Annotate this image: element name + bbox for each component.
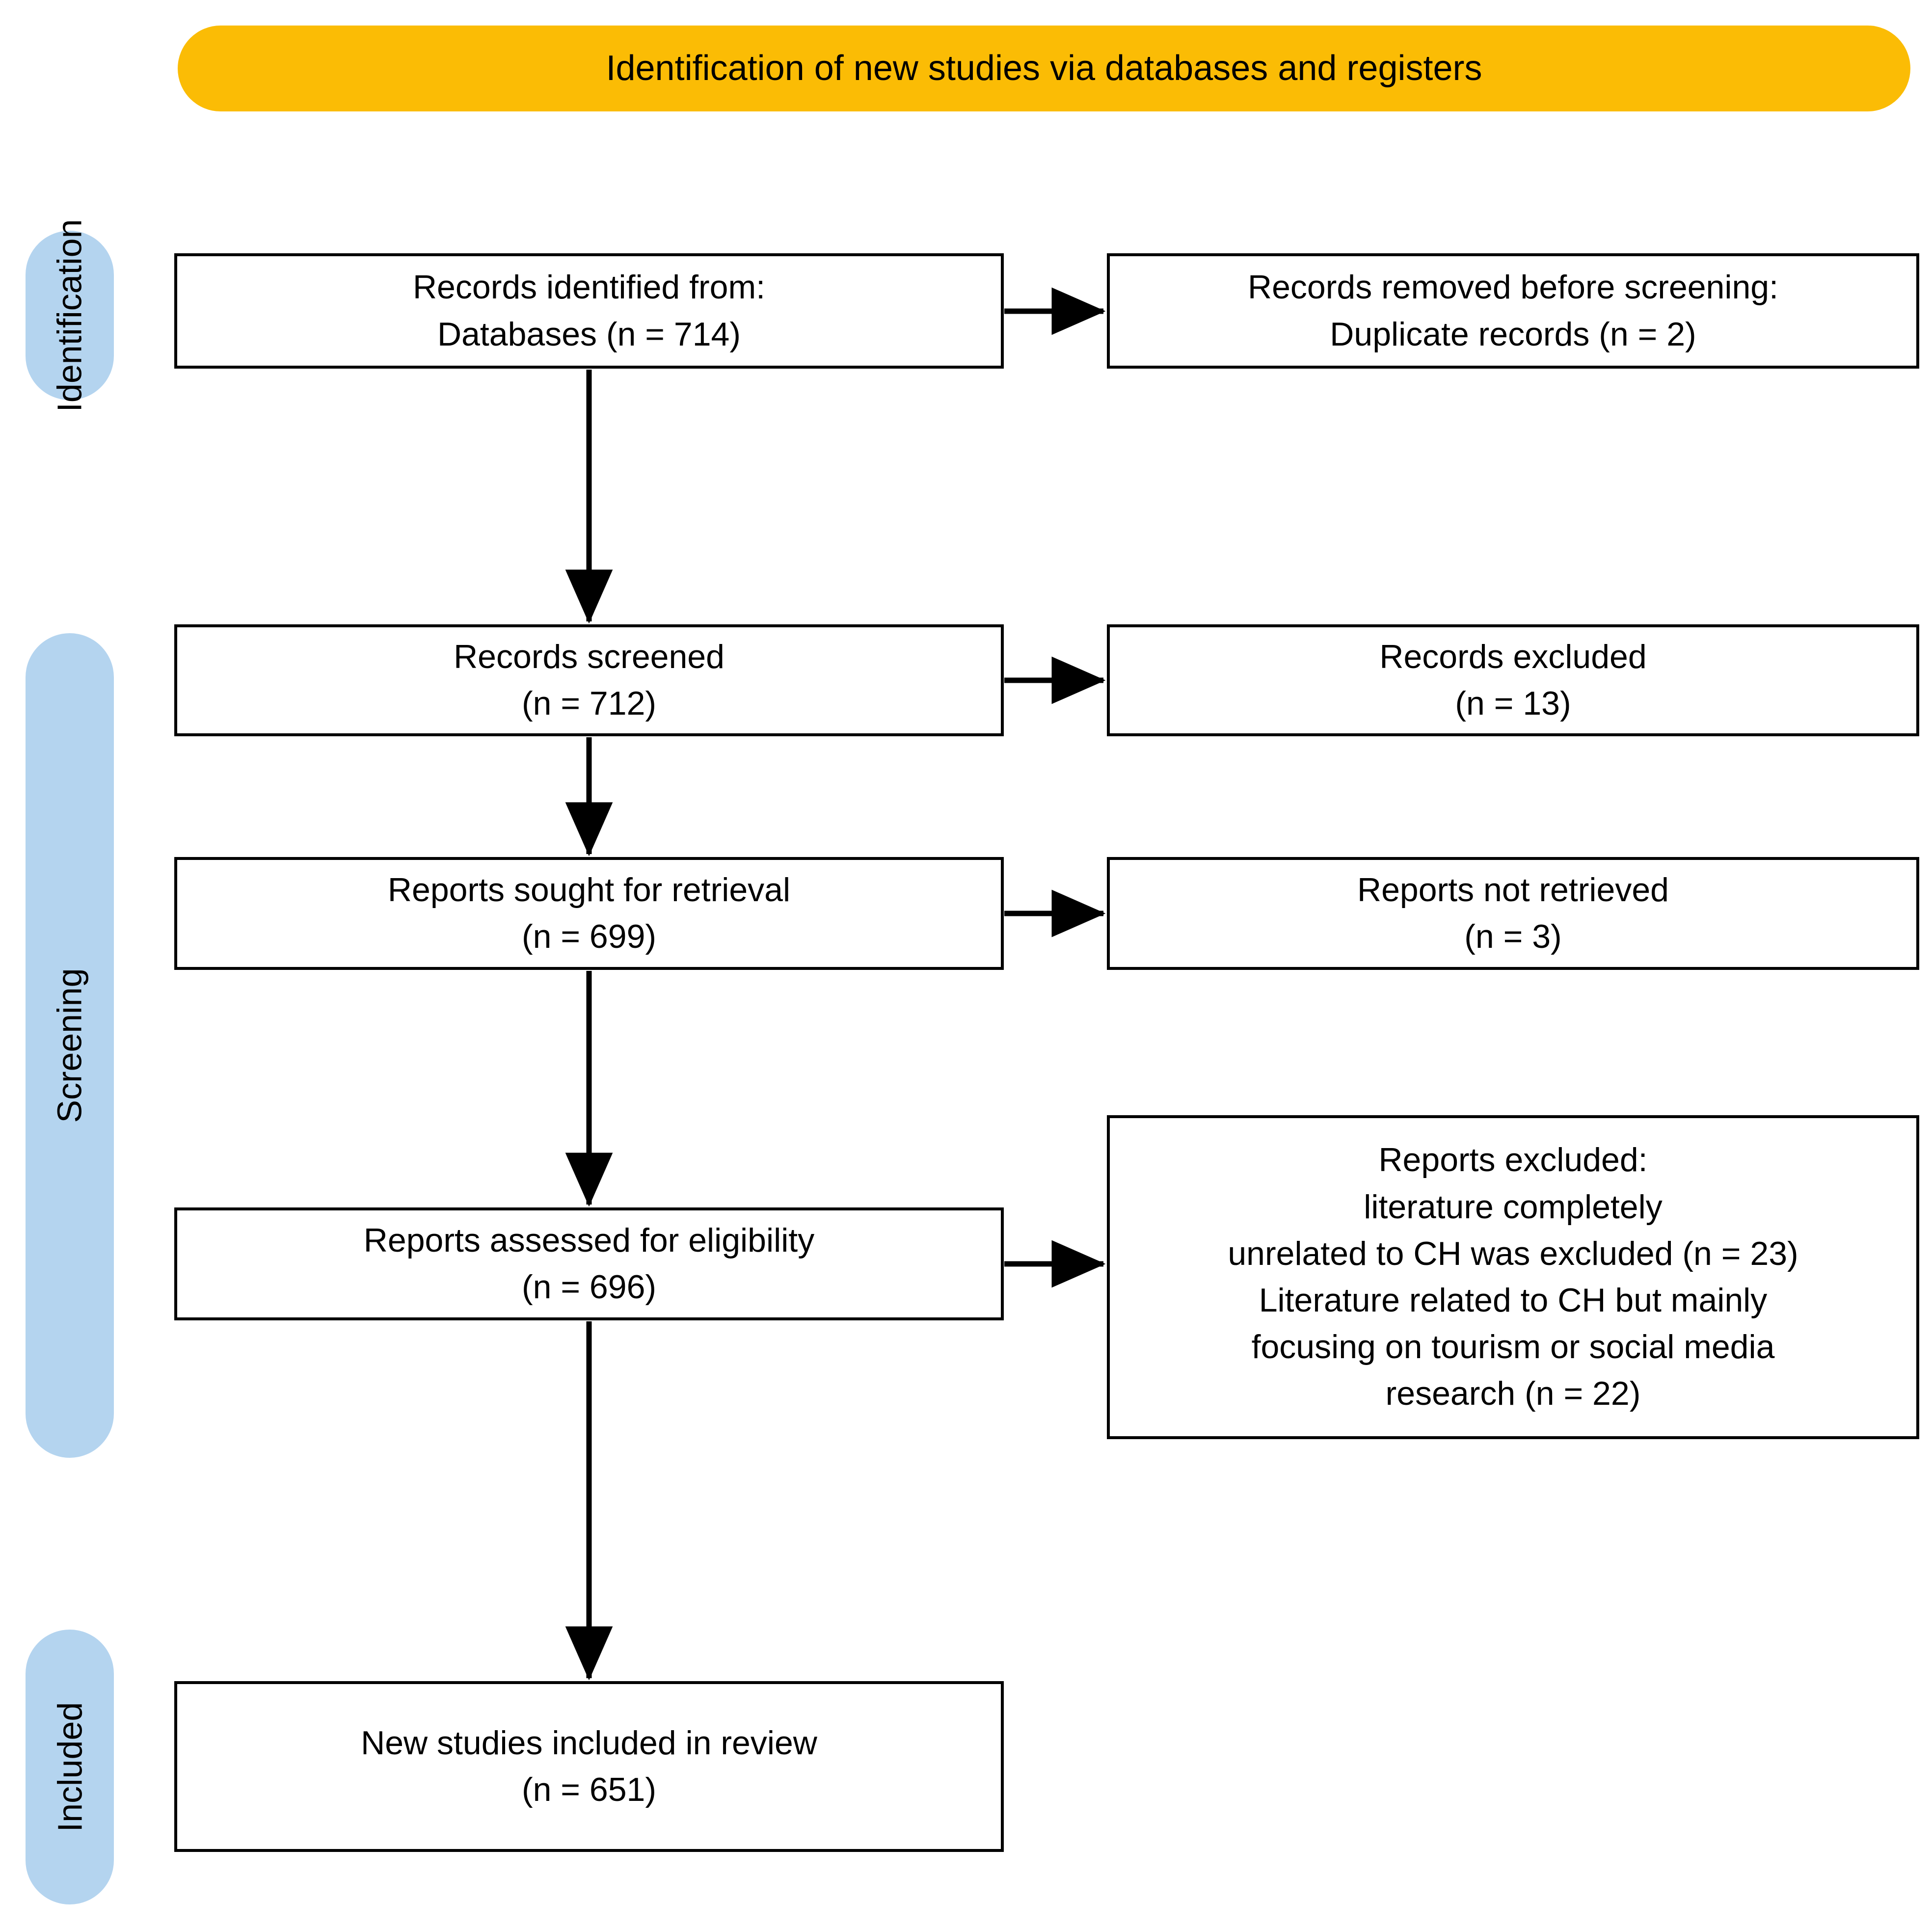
stage-label-identification-text: Identification (51, 218, 89, 412)
box-reports-excluded: Reports excluded: literature completely … (1107, 1115, 1919, 1439)
diagram-title: Identification of new studies via databa… (606, 49, 1482, 88)
box-records-removed-before-screening-text: Records removed before screening: Duplic… (1248, 268, 1778, 353)
box-records-identified: Records identified from: Databases (n = … (174, 253, 1004, 369)
box-reports-assessed-for-eligibility: Reports assessed for eligibility (n = 69… (174, 1207, 1004, 1320)
box-reports-not-retrieved-text: Reports not retrieved (n = 3) (1357, 871, 1669, 955)
box-records-screened-text: Records screened (n = 712) (454, 638, 724, 722)
box-reports-excluded-text: Reports excluded: literature completely … (1228, 1141, 1798, 1413)
stage-label-screening-text: Screening (51, 968, 89, 1123)
box-records-identified-text: Records identified from: Databases (n = … (412, 268, 766, 353)
box-reports-not-retrieved: Reports not retrieved (n = 3) (1107, 857, 1919, 970)
stage-label-included: Included (26, 1630, 114, 1904)
stage-label-identification: Identification (26, 219, 114, 412)
box-records-screened: Records screened (n = 712) (174, 624, 1004, 736)
box-records-excluded: Records excluded (n = 13) (1107, 624, 1919, 736)
stage-label-included-text: Included (51, 1702, 89, 1832)
box-new-studies-included-in-review-text: New studies included in review (n = 651) (361, 1724, 817, 1808)
box-reports-sought-for-retrieval: Reports sought for retrieval (n = 699) (174, 857, 1004, 970)
box-records-removed-before-screening: Records removed before screening: Duplic… (1107, 253, 1919, 369)
box-new-studies-included-in-review: New studies included in review (n = 651) (174, 1681, 1004, 1852)
box-reports-sought-for-retrieval-text: Reports sought for retrieval (n = 699) (387, 871, 791, 955)
stage-label-screening: Screening (26, 633, 114, 1458)
diagram-header-banner: Identification of new studies via databa… (178, 26, 1910, 111)
box-reports-assessed-for-eligibility-text: Reports assessed for eligibility (n = 69… (363, 1221, 815, 1306)
box-records-excluded-text: Records excluded (n = 13) (1379, 638, 1647, 722)
